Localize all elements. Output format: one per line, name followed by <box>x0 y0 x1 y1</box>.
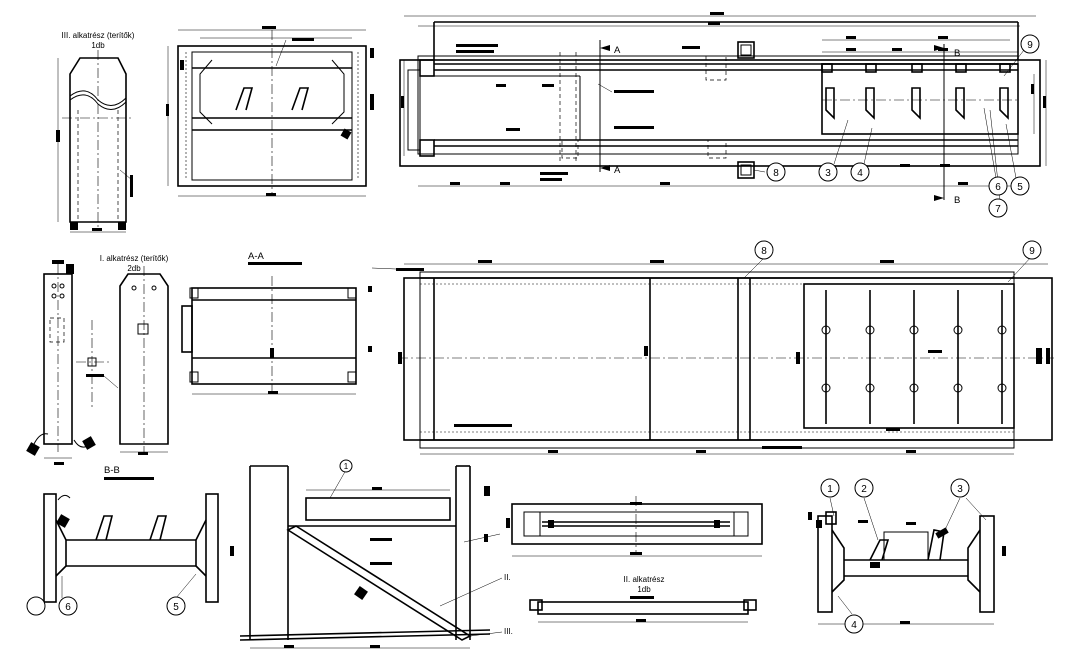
balloon-4-end: 4 <box>844 614 864 634</box>
part-ii-title: II. alkatrész <box>624 575 665 584</box>
balloon-2-end: 2 <box>854 478 874 498</box>
cut-b-bottom: B <box>954 195 960 206</box>
plan-view: A A B <box>399 12 1047 206</box>
svg-text:3: 3 <box>957 484 963 495</box>
part-i-qty: 2db <box>127 264 141 273</box>
end-view-right <box>808 497 1006 625</box>
svg-text:9: 9 <box>1027 40 1033 51</box>
roller-columns <box>821 290 1007 424</box>
roller-set <box>825 87 1009 120</box>
balloon-blank <box>26 596 46 616</box>
balloon-4-plan: 4 <box>850 162 870 182</box>
side-detail-view: II. III. <box>239 465 513 649</box>
balloon-1-end: 1 <box>820 478 840 498</box>
balloon-3-end: 3 <box>950 478 970 498</box>
part-i-title: I. alkatrész (terítők) <box>100 254 169 263</box>
svg-text:3: 3 <box>825 168 831 179</box>
svg-text:8: 8 <box>773 168 779 179</box>
balloons-end: 1 2 3 4 <box>820 478 970 634</box>
balloon-6-bb: 6 <box>58 596 78 616</box>
balloon-1-side: 1 <box>339 459 353 473</box>
svg-text:8: 8 <box>761 246 767 257</box>
part-iii-view: III. alkatrész (terítők) 1db <box>56 31 135 233</box>
svg-text:1: 1 <box>344 462 349 471</box>
svg-text:7: 7 <box>995 204 1001 215</box>
svg-text:5: 5 <box>173 602 179 613</box>
part-ii-qty: 1db <box>637 585 651 594</box>
balloon-5-bb: 5 <box>166 596 186 616</box>
balloon-9-long: 9 <box>1022 240 1042 260</box>
balloons-side: 1 <box>339 459 353 473</box>
svg-text:2: 2 <box>861 484 867 495</box>
section-aa-view: A-A <box>181 251 372 396</box>
section-bb-title: B-B <box>104 465 120 476</box>
svg-text:4: 4 <box>857 168 863 179</box>
part-iii-title: III. alkatrész (terítők) <box>62 31 135 40</box>
part-ii-view: II. alkatrész 1db <box>529 575 757 623</box>
svg-text:4: 4 <box>851 620 857 631</box>
part-i-view: I. alkatrész (terítők) 2db <box>26 254 169 465</box>
balloons-plan: 9 8 3 4 6 7 5 <box>766 34 1040 218</box>
svg-text:6: 6 <box>995 182 1001 193</box>
cut-b-top: B <box>954 48 960 59</box>
balloon-5-plan: 5 <box>1010 176 1030 196</box>
frame-end-view <box>166 26 374 197</box>
cut-a-top: A <box>614 45 621 56</box>
balloon-6-plan: 6 <box>988 176 1008 196</box>
balloon-9-plan: 9 <box>1020 34 1040 54</box>
svg-text:6: 6 <box>65 602 71 613</box>
roman-ii-label: II. <box>504 573 511 582</box>
svg-text:9: 9 <box>1029 246 1035 257</box>
balloon-7-plan: 7 <box>988 198 1008 218</box>
section-bb-view: B-B <box>43 465 234 603</box>
svg-text:1: 1 <box>827 484 833 495</box>
balloon-8-plan: 8 <box>766 162 786 182</box>
roman-iii-label: III. <box>504 627 513 636</box>
balloons-bb: 6 5 <box>26 596 186 616</box>
long-elevation-view <box>371 255 1054 455</box>
balloon-3-plan: 3 <box>818 162 838 182</box>
balloons-long: 8 9 <box>754 240 1042 260</box>
part-iii-qty: 1db <box>91 41 105 50</box>
beam-top-view <box>506 496 763 557</box>
balloon-8-long: 8 <box>754 240 774 260</box>
svg-text:5: 5 <box>1017 182 1023 193</box>
cut-a-bottom: A <box>614 165 621 176</box>
section-aa-title: A-A <box>248 251 265 262</box>
